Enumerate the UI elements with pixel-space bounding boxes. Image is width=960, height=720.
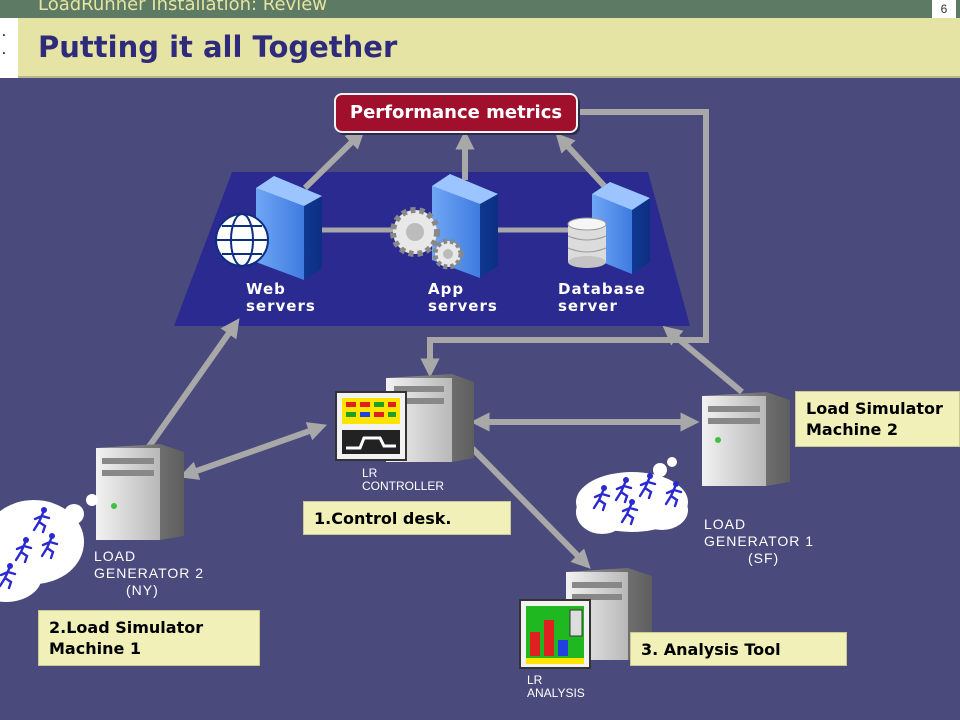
- analysis-tool-callout-text: 3. Analysis Tool: [641, 640, 781, 659]
- title-bar: Putting it all Together: [18, 18, 960, 78]
- analysis-caption: LR ANALYSIS: [527, 674, 585, 700]
- logo-fragment: ..: [0, 18, 18, 78]
- load-simulator-machine-2-callout: Load Simulator Machine 2: [795, 391, 960, 447]
- database-server-icon: [567, 182, 650, 274]
- virtual-user-icon: [664, 481, 683, 508]
- virtual-user-icon: [0, 563, 17, 590]
- analysis-caption-line: ANALYSIS: [527, 686, 585, 700]
- page-number: 6: [932, 0, 956, 18]
- database-server-label-line: Database: [558, 280, 646, 298]
- control-desk-callout-text: 1.Control desk.: [314, 509, 452, 528]
- arrow-sf-to-platform: [662, 325, 744, 395]
- web-servers-label-line: Web: [246, 280, 286, 298]
- load-generator-sf-caption-line: GENERATOR 1: [704, 533, 815, 549]
- virtual-user-icon: [14, 537, 33, 564]
- load-generator-sf-caption-line: LOAD: [704, 516, 747, 532]
- load-generator-ny-pc-icon: [96, 444, 184, 540]
- load-simulator-machine-1-line: Machine 1: [49, 639, 142, 658]
- load-simulator-machine-2-line: Load Simulator: [806, 399, 943, 418]
- load-generator-ny-caption-line: GENERATOR 2: [94, 565, 205, 581]
- virtual-user-icon: [638, 473, 657, 500]
- arrow-metrics-to-controller: [420, 109, 709, 378]
- load-generator-sf-pc-icon: [702, 392, 790, 486]
- slide-title: Putting it all Together: [38, 30, 398, 64]
- load-generator-ny-caption-line: (NY): [126, 582, 159, 598]
- load-simulator-machine-1-callout: 2.Load Simulator Machine 1: [38, 610, 260, 666]
- app-servers-label-line: App: [428, 280, 465, 298]
- arrow-ny-controller: [178, 422, 328, 480]
- web-servers-label-line: servers: [246, 297, 316, 315]
- load-generator-ny-caption: LOAD GENERATOR 2 (NY): [94, 548, 204, 599]
- virtual-user-icon: [620, 499, 639, 526]
- web-server-icon: [215, 176, 322, 280]
- load-simulator-machine-1-line: 2.Load Simulator: [49, 618, 204, 637]
- virtual-user-icon: [40, 533, 59, 560]
- web-servers-label: Web servers: [246, 281, 316, 315]
- database-server-label-line: server: [558, 297, 618, 315]
- load-generator-sf-caption-line: (SF): [748, 550, 780, 566]
- app-servers-label: App servers: [428, 281, 498, 315]
- arrow-ny-to-web: [145, 318, 240, 450]
- control-desk-callout: 1.Control desk.: [303, 501, 511, 535]
- load-generator-ny-caption-line: LOAD: [94, 548, 137, 564]
- controller-caption-line: CONTROLLER: [362, 479, 445, 493]
- load-generator-sf-caption: LOAD GENERATOR 1 (SF): [704, 516, 814, 567]
- controller-caption: LR CONTROLLER: [362, 467, 444, 493]
- database-server-label: Database server: [558, 281, 646, 315]
- controller-pc-icon: [335, 374, 474, 462]
- app-server-icon: [390, 174, 498, 278]
- virtual-user-icon: [32, 507, 51, 534]
- arrow-controller-analysis: [459, 435, 591, 569]
- virtual-user-icon: [592, 485, 611, 512]
- virtual-users-bubble-ny: [0, 494, 98, 602]
- analysis-caption-line: LR: [527, 673, 543, 687]
- header-strip: LoadRunner Installation: Review: [0, 0, 960, 18]
- virtual-user-icon: [614, 477, 633, 504]
- performance-metrics-box: Performance metrics: [334, 93, 578, 133]
- load-simulator-machine-2-line: Machine 2: [806, 420, 899, 439]
- controller-caption-line: LR: [362, 466, 378, 480]
- arrow-web-to-metrics: [302, 129, 365, 191]
- arrow-db-to-metrics: [555, 132, 611, 193]
- analysis-tool-callout: 3. Analysis Tool: [630, 632, 847, 666]
- app-servers-label-line: servers: [428, 297, 498, 315]
- section-title: LoadRunner Installation: Review: [38, 0, 328, 15]
